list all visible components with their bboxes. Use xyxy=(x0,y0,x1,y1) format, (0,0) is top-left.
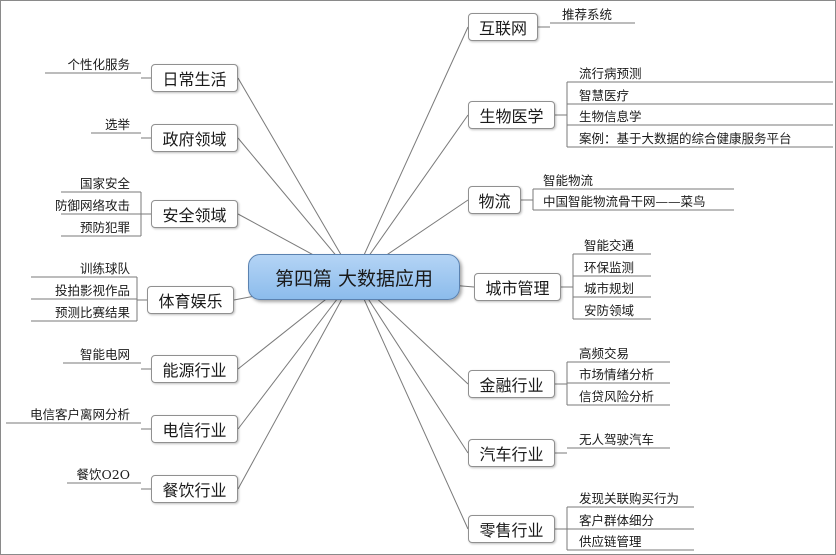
branch-logistics[interactable]: 物流 xyxy=(468,186,521,214)
leaf-personalized-service[interactable]: 个性化服务 xyxy=(67,57,130,72)
center-branch-link xyxy=(237,137,355,278)
leaf-market-sentiment[interactable]: 市场情绪分析 xyxy=(579,367,655,382)
leaf-health-platform-case[interactable]: 案例：基于大数据的综合健康服务平台 xyxy=(579,131,792,146)
leaf-environment-monitoring[interactable]: 环保监测 xyxy=(584,260,635,275)
leaf-purchase-association[interactable]: 发现关联购买行为 xyxy=(579,491,680,506)
branch-retail[interactable]: 零售行业 xyxy=(468,515,555,543)
leaf-supply-chain[interactable]: 供应链管理 xyxy=(579,534,642,549)
leaf-telecom-churn[interactable]: 电信客户离网分析 xyxy=(29,407,130,422)
branch-city-management[interactable]: 城市管理 xyxy=(474,273,561,301)
branch-automotive[interactable]: 汽车行业 xyxy=(468,439,555,467)
center-branch-link xyxy=(237,77,355,278)
leaf-cyber-defense[interactable]: 防御网络攻击 xyxy=(54,198,130,213)
leaf-match-prediction[interactable]: 预测比赛结果 xyxy=(54,305,130,320)
leaf-smart-grid[interactable]: 智能电网 xyxy=(79,347,130,362)
leaf-team-training[interactable]: 训练球队 xyxy=(79,261,130,276)
leaf-public-security[interactable]: 安防领域 xyxy=(584,303,635,318)
branch-government[interactable]: 政府领域 xyxy=(151,124,238,152)
branch-finance[interactable]: 金融行业 xyxy=(468,370,555,398)
leaf-smart-healthcare[interactable]: 智慧医疗 xyxy=(579,88,630,103)
leaf-credit-risk[interactable]: 信贷风险分析 xyxy=(579,389,655,404)
leaf-smart-logistics[interactable]: 智能物流 xyxy=(543,173,594,188)
branch-security[interactable]: 安全领域 xyxy=(151,200,238,228)
center-branch-link xyxy=(353,276,469,530)
leaf-smart-traffic[interactable]: 智能交通 xyxy=(584,238,635,253)
center-branch-link xyxy=(237,276,355,430)
branch-internet[interactable]: 互联网 xyxy=(468,13,538,41)
branch-telecom[interactable]: 电信行业 xyxy=(151,415,238,443)
leaf-crime-prevention[interactable]: 预防犯罪 xyxy=(79,220,130,235)
center-branch-link xyxy=(237,276,355,490)
center-branch-link xyxy=(353,114,469,278)
leaf-customer-segmentation[interactable]: 客户群体细分 xyxy=(579,513,655,528)
leaf-epidemic-prediction[interactable]: 流行病预测 xyxy=(579,66,642,81)
leaf-recommendation-system[interactable]: 推荐系统 xyxy=(562,7,613,22)
branch-daily-life[interactable]: 日常生活 xyxy=(151,64,238,92)
leaf-autonomous-car[interactable]: 无人驾驶汽车 xyxy=(579,432,655,447)
leaf-bioinformatics[interactable]: 生物信息学 xyxy=(579,109,642,124)
leaf-national-security[interactable]: 国家安全 xyxy=(79,176,130,191)
leaf-high-frequency-trading[interactable]: 高频交易 xyxy=(579,346,630,361)
leaf-urban-planning[interactable]: 城市规划 xyxy=(584,281,635,296)
branch-biomedicine[interactable]: 生物医学 xyxy=(468,101,555,129)
branch-energy[interactable]: 能源行业 xyxy=(151,355,238,383)
leaf-catering-o2o[interactable]: 餐饮O2O xyxy=(76,467,130,482)
leaf-film-investment[interactable]: 投拍影视作品 xyxy=(54,283,130,298)
center-branch-link xyxy=(353,26,469,278)
leaf-election[interactable]: 选举 xyxy=(104,117,130,132)
leaf-cainiao-network[interactable]: 中国智能物流骨干网——菜鸟 xyxy=(543,194,706,209)
center-branch-link xyxy=(353,276,469,454)
branch-catering[interactable]: 餐饮行业 xyxy=(151,475,238,503)
central-topic[interactable]: 第四篇 大数据应用 xyxy=(248,254,460,300)
branch-sports-entertainment[interactable]: 体育娱乐 xyxy=(147,286,234,314)
